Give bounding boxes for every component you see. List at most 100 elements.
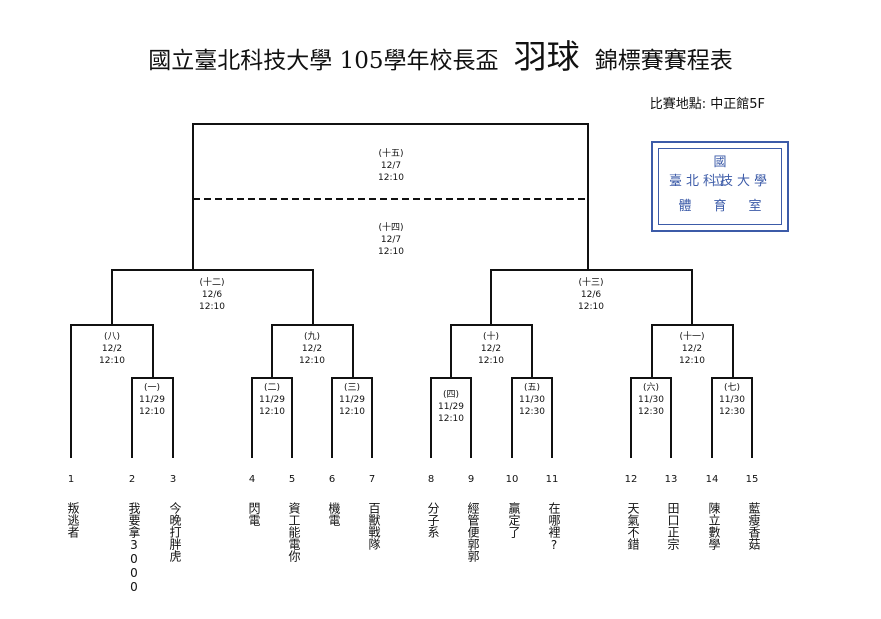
qf-9-line	[271, 324, 354, 378]
match-9-label: (九) 12/2 12:10	[284, 331, 340, 367]
seed-4: 4	[248, 474, 256, 485]
r1-4-line	[430, 377, 472, 458]
match-date: 12/2	[101, 344, 123, 354]
match-time: 12:10	[378, 173, 404, 183]
semifinal-12-line	[111, 269, 314, 325]
match-time: 12:30	[638, 407, 664, 417]
match-date: 12/6	[201, 290, 223, 300]
match-number: (一)	[143, 383, 161, 393]
qf-10-line	[450, 324, 533, 378]
match-4-label: (四) 11/29 12:10	[423, 389, 479, 425]
match-number: (十)	[482, 332, 500, 342]
seed-11: 11	[545, 474, 559, 485]
match-7-label: (七) 11/30 12:30	[704, 382, 760, 418]
final-box-line	[192, 123, 589, 270]
stamp-row-2: 臺北科技大學	[668, 174, 771, 189]
match-date: 11/29	[139, 395, 165, 405]
team-name-14: 陳立數學	[707, 502, 721, 550]
match-3-label: (三) 11/29 12:10	[324, 382, 380, 418]
match-time: 12:10	[478, 356, 504, 366]
match-15-label: (十五) 12/7 12:10	[363, 148, 419, 184]
match-number: (二)	[263, 383, 281, 393]
match-number: (七)	[723, 383, 741, 393]
stamp-row-1: 國立	[713, 155, 767, 189]
match-time: 12:30	[519, 407, 545, 417]
match-time: 12:10	[438, 414, 464, 424]
match-time: 12:10	[339, 407, 365, 417]
team-name-4: 閃電	[247, 502, 261, 526]
match-date: 12/2	[681, 344, 703, 354]
title-sport: 羽球	[513, 37, 580, 76]
match-number: (九)	[303, 332, 321, 342]
r1-7-line	[711, 377, 753, 458]
match-time: 12:10	[578, 302, 604, 312]
match-time: 12:10	[259, 407, 285, 417]
match-2-label: (二) 11/29 12:10	[244, 382, 300, 418]
match-number: (八)	[103, 332, 121, 342]
stamp-inner-border	[658, 148, 782, 225]
match-14-label: (十四) 12/7 12:10	[363, 222, 419, 258]
r1-3-line	[331, 377, 373, 458]
seed-13: 13	[664, 474, 678, 485]
match-number: (五)	[523, 383, 541, 393]
match-date: 12/7	[380, 235, 402, 245]
match-6-label: (六) 11/30 12:30	[623, 382, 679, 418]
team-name-11: 在哪裡?	[547, 502, 561, 552]
team-name-2: 我要拿3000	[127, 502, 141, 594]
seed-7: 7	[368, 474, 376, 485]
team-name-1: 叛逃者	[66, 502, 80, 538]
match-time: 12:10	[99, 356, 125, 366]
match-number: (三)	[343, 383, 361, 393]
semifinal-13-line	[490, 269, 693, 325]
match-number: (十三)	[578, 278, 604, 288]
qf-8-line	[70, 324, 154, 458]
title-sub: 錦標賽賽程表	[594, 48, 733, 74]
seed-10: 10	[505, 474, 519, 485]
match-date: 11/30	[519, 395, 545, 405]
team-name-15: 藍瘦香菇	[747, 502, 761, 550]
stamp-row-3: 體育室	[678, 199, 784, 214]
team-name-10: 贏定了	[507, 502, 521, 538]
seed-15: 15	[745, 474, 759, 485]
team-name-3: 今晚打胖虎	[168, 502, 182, 562]
match-number: (十一)	[679, 332, 705, 342]
match-number: (十五)	[378, 149, 404, 159]
match-5-label: (五) 11/30 12:30	[504, 382, 560, 418]
match-date: 11/29	[438, 402, 464, 412]
match-date: 12/6	[580, 290, 602, 300]
match-date: 11/30	[719, 395, 745, 405]
seed-6: 6	[328, 474, 336, 485]
match-number: (六)	[642, 383, 660, 393]
match-date: 12/2	[480, 344, 502, 354]
match-time: 12:10	[199, 302, 225, 312]
seed-8: 8	[427, 474, 435, 485]
seed-12: 12	[624, 474, 638, 485]
match-8-label: (八) 12/2 12:10	[84, 331, 140, 367]
match-10-label: (十) 12/2 12:10	[463, 331, 519, 367]
team-name-7: 百獸戰隊	[367, 502, 381, 550]
r1-5-line	[511, 377, 553, 458]
team-name-13: 田口正宗	[666, 502, 680, 550]
seed-5: 5	[288, 474, 296, 485]
match-11-label: (十一) 12/2 12:10	[664, 331, 720, 367]
r1-1-line	[131, 377, 174, 458]
match-date: 11/29	[339, 395, 365, 405]
match-date: 11/30	[638, 395, 664, 405]
team-name-5: 資工能電你	[287, 502, 301, 562]
team-name-6: 機電	[327, 502, 341, 526]
match-time: 12:10	[679, 356, 705, 366]
match-13-label: (十三) 12/6 12:10	[563, 277, 619, 313]
match-time: 12:10	[299, 356, 325, 366]
match-number: (十二)	[199, 278, 225, 288]
team-name-12: 天氣不錯	[626, 502, 640, 550]
match-time: 12:30	[719, 407, 745, 417]
seed-3: 3	[169, 474, 177, 485]
seed-1: 1	[67, 474, 75, 485]
match-12-label: (十二) 12/6 12:10	[184, 277, 240, 313]
team-name-8: 分子系	[426, 502, 440, 538]
official-seal-stamp: 國立 臺北科技大學 體育室	[651, 141, 789, 232]
match-date: 12/2	[301, 344, 323, 354]
match-number: (十四)	[378, 223, 404, 233]
